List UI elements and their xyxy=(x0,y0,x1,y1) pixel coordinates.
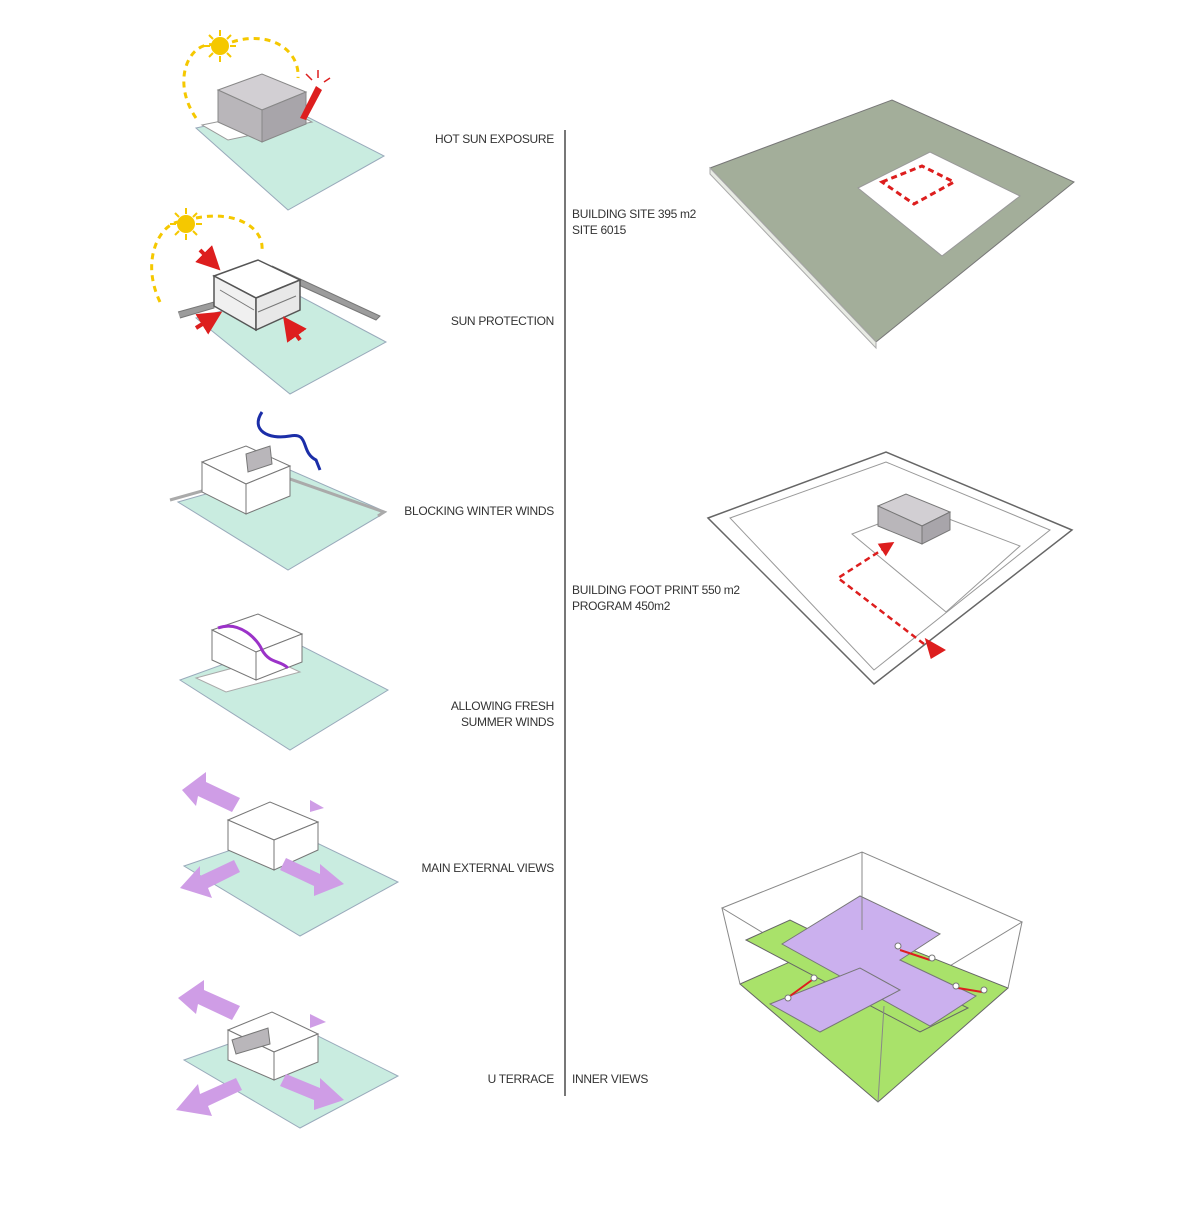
label-sun-protection: SUN PROTECTION xyxy=(450,314,554,328)
upper-floor xyxy=(781,895,978,1027)
center-divider xyxy=(564,130,566,1096)
view-arrow-icon xyxy=(180,772,344,898)
person-icon xyxy=(784,942,988,1002)
label-main-external-views: MAIN EXTERNAL VIEWS xyxy=(421,861,554,875)
panel-building-footprint xyxy=(706,451,1074,685)
winter-wind-icon xyxy=(256,411,322,471)
sun-path xyxy=(150,220,179,303)
volume-frame xyxy=(721,852,1023,1103)
label-building-footprint: BUILDING FOOT PRINT 550 m2 PROGRAM 450m2 xyxy=(572,583,740,613)
label-blocking-winter-winds: BLOCKING WINTER WINDS xyxy=(404,504,554,518)
panel-summer-winds xyxy=(178,613,390,751)
building-massing xyxy=(876,493,952,545)
view-line xyxy=(789,949,983,997)
site-edge xyxy=(709,166,877,350)
sun-path-2 xyxy=(231,36,300,79)
building-frame xyxy=(226,1011,320,1081)
site-outline xyxy=(706,451,1074,685)
label-hot-sun-exposure: HOT SUN EXPOSURE xyxy=(434,132,554,146)
panel-blocking-winter-winds xyxy=(169,411,388,571)
label-u-terrace: U TERRACE xyxy=(487,1072,555,1086)
building-frame xyxy=(212,259,302,332)
heat-arrow-icon xyxy=(300,70,331,120)
label-inner-views: INNER VIEWS xyxy=(572,1072,649,1086)
sun-icon xyxy=(204,30,236,62)
panel-building-site xyxy=(709,99,1075,350)
panel-sun-protection xyxy=(150,208,388,395)
entry-arrow-icon xyxy=(924,637,946,660)
panel-main-external-views xyxy=(180,772,400,937)
site-plane xyxy=(709,99,1075,343)
heat-arrow-icon xyxy=(194,245,307,343)
sun-path-2 xyxy=(195,214,264,251)
building-frame xyxy=(226,801,320,871)
panel-u-terrace xyxy=(176,980,400,1129)
panel-inner-views xyxy=(720,851,1024,1103)
summer-wind-icon xyxy=(217,624,290,670)
site-inner-outline xyxy=(729,461,1051,671)
sun-path xyxy=(182,43,216,119)
label-building-site: BUILDING SITE 395 m2 SITE 6015 xyxy=(572,207,697,237)
label-summer-winds: ALLOWING FRESH SUMMER WINDS xyxy=(450,699,554,729)
building-site-area xyxy=(857,151,1021,257)
building-massing xyxy=(216,73,308,143)
sun-icon xyxy=(170,208,202,240)
building-frame xyxy=(200,445,292,515)
panel-hot-sun-exposure xyxy=(182,30,386,211)
building-frame xyxy=(210,613,304,681)
view-arrow-icon xyxy=(176,980,344,1116)
lower-floor xyxy=(768,967,902,1033)
